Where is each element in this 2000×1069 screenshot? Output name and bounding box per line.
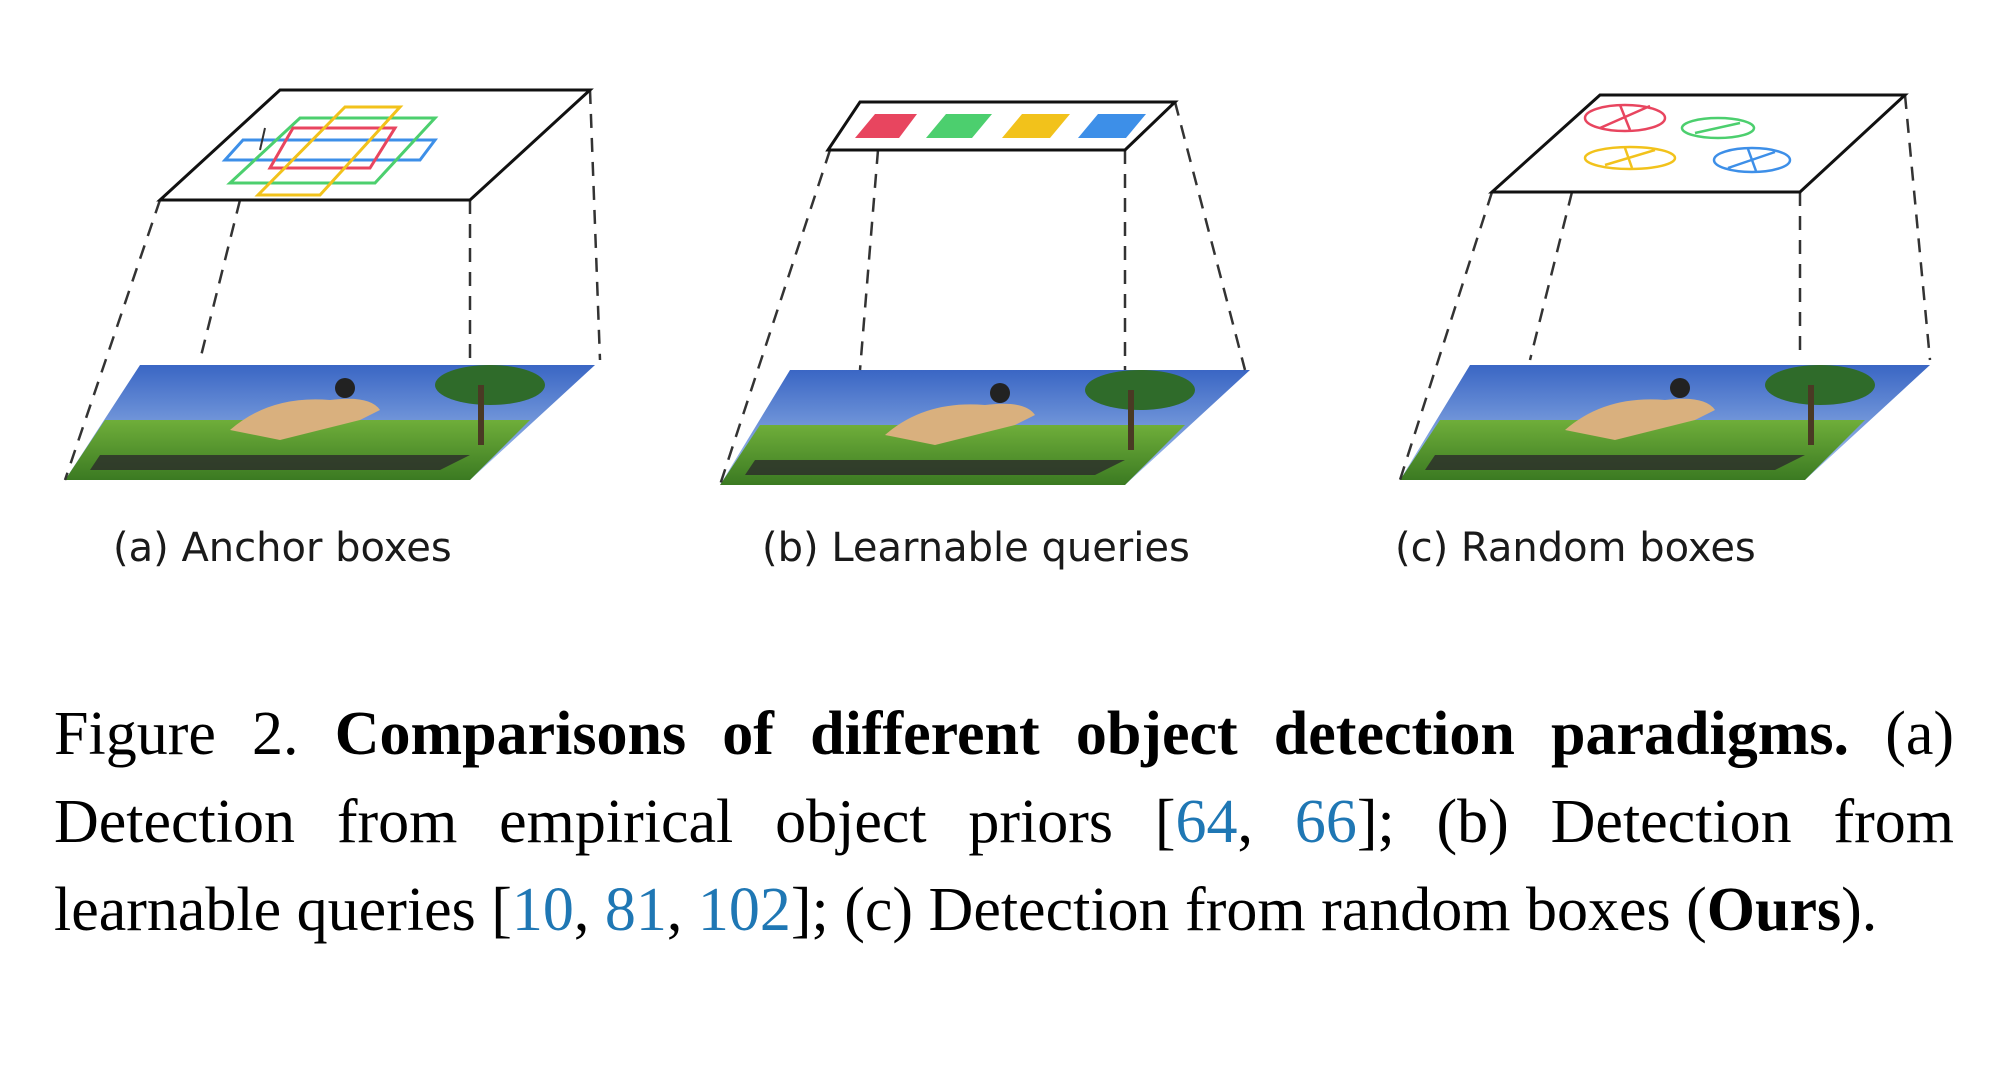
figure-number: Figure 2. <box>54 700 299 768</box>
panel-a-anchor-boxes <box>63 88 602 481</box>
panel-c-image <box>1400 365 1930 480</box>
panel-a-label: (a) Anchor boxes <box>113 525 452 571</box>
panel-c-random-boxes <box>1398 93 1932 481</box>
anchor-box-yellow <box>254 105 404 197</box>
citation-separator: , <box>1237 788 1295 856</box>
caption-part-c: ]; (c) Detection from random boxes <box>790 876 1687 944</box>
query-box-red <box>855 114 917 138</box>
panel-a-image <box>65 365 595 480</box>
panel-a-feature-plane <box>156 88 594 202</box>
ours-paren-open: ( <box>1686 876 1707 944</box>
caption-part-b: ]; (b) Detection from learnable queries … <box>54 788 1954 944</box>
citation-81[interactable]: 81 <box>604 876 667 944</box>
anchor-box-red <box>267 126 398 170</box>
panel-b-image <box>720 370 1250 485</box>
citation-66[interactable]: 66 <box>1294 788 1357 856</box>
citation-10[interactable]: 10 <box>511 876 574 944</box>
panel-b-projection-lines <box>718 101 1247 486</box>
panel-b-learnable-queries <box>718 100 1250 486</box>
figure-caption: Figure 2. Comparisons of different objec… <box>54 690 1954 954</box>
citation-102[interactable]: 102 <box>697 876 791 944</box>
query-box-blue <box>1078 114 1146 138</box>
random-box-yellow <box>1583 145 1677 171</box>
citation-64[interactable]: 64 <box>1175 788 1238 856</box>
panel-c-feature-plane <box>1488 93 1909 194</box>
query-box-green <box>926 114 992 138</box>
panel-c-label: (c) Random boxes <box>1395 525 1756 571</box>
caption-ours: Ours <box>1706 876 1842 944</box>
citation-separator: , <box>573 876 605 944</box>
random-box-blue <box>1712 146 1792 174</box>
panel-b-label: (b) Learnable queries <box>762 525 1190 571</box>
random-box-red <box>1583 103 1667 133</box>
panel-c-projection-lines <box>1398 94 1932 481</box>
query-box-yellow <box>1002 114 1070 138</box>
panel-a-anchor-box-set <box>221 105 439 197</box>
citation-separator: , <box>666 876 698 944</box>
caption-title: Comparisons of different object detectio… <box>334 700 1850 768</box>
panel-a-projection-lines <box>63 89 602 481</box>
random-box-green <box>1680 116 1756 140</box>
figure-illustration <box>63 88 1932 486</box>
caption-part-a: (a) Detection from empirical object prio… <box>54 700 1954 856</box>
ours-paren-close: ). <box>1841 876 1878 944</box>
panel-b-query-set <box>855 114 1146 138</box>
panel-c-random-box-set <box>1583 103 1792 174</box>
